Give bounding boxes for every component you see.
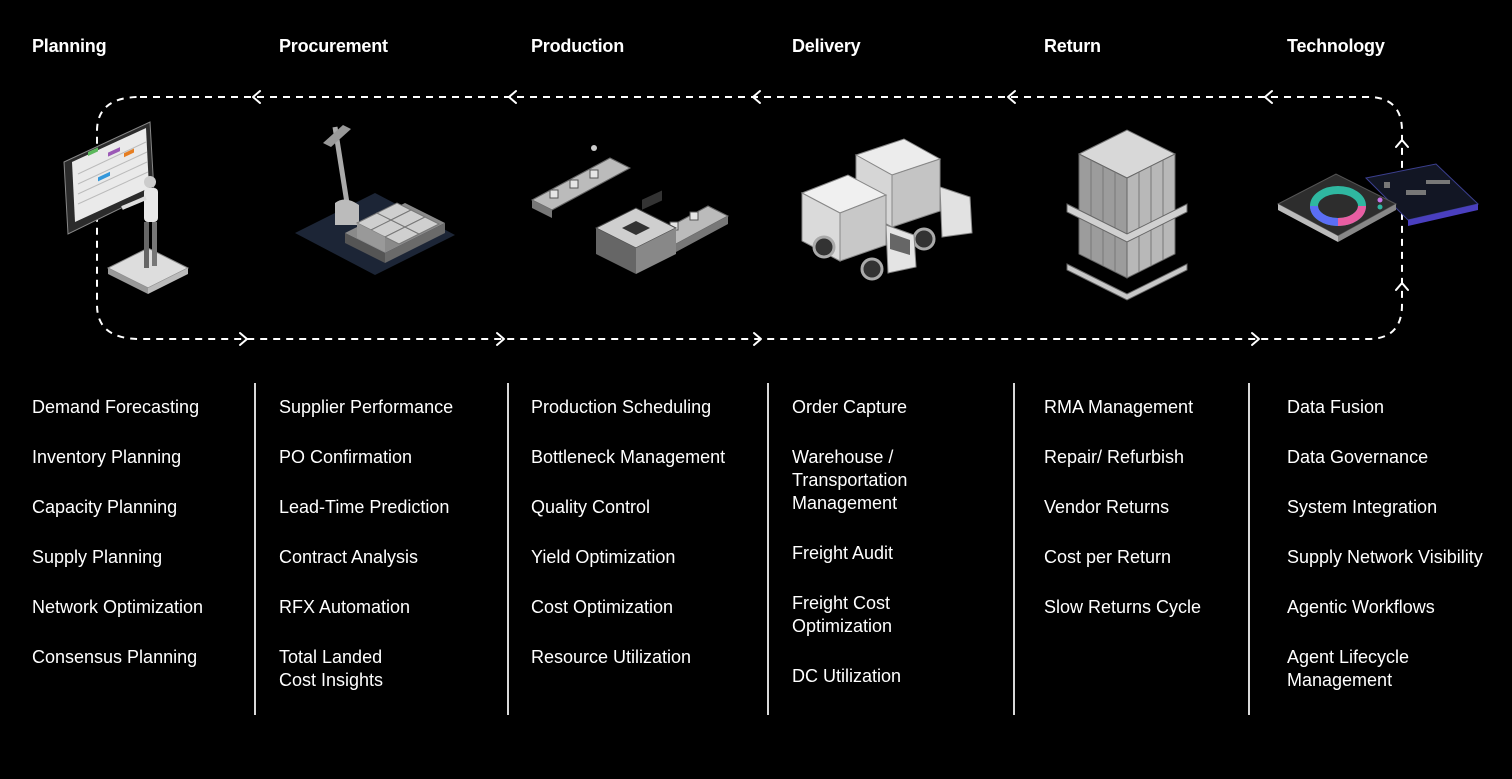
list-item: Supply Planning [32,547,163,567]
pallet-jack-icon [295,125,455,275]
list-item: Cost Optimization [531,597,674,617]
procurement-list: Supplier Performance PO Confirmation Lea… [279,396,453,719]
divider [1013,383,1015,715]
boxes-on-pallet-icon [1066,129,1188,301]
list-item: Supply Network Visibility [1287,547,1483,567]
analytics-dashboard-icon [1276,163,1480,242]
stage-title-production: Production [531,36,624,56]
stage-title-planning: Planning [32,36,107,56]
arrow-right-icon [496,332,505,346]
stage-title-delivery: Delivery [792,36,861,56]
person-planning-board-icon [63,121,190,294]
list-item: Total Landed Cost Insights [279,647,384,690]
list-item: RMA Management [1044,397,1194,417]
list-item: Contract Analysis [279,547,419,567]
list-item: DC Utilization [792,666,902,686]
list-item: Production Scheduling [531,397,712,417]
list-item: Freight Cost Optimization [792,593,893,636]
divider [254,383,256,715]
arrow-right-icon [753,332,762,346]
list-item: Quality Control [531,497,651,517]
list-item: Order Capture [792,397,908,417]
list-item: Yield Optimization [531,547,676,567]
list-item: Data Governance [1287,447,1429,467]
list-item: Capacity Planning [32,497,178,517]
stage-title-technology: Technology [1287,36,1385,56]
list-item: Cost per Return [1044,547,1172,567]
arrow-left-icon [1007,90,1016,104]
arrow-left-icon [1264,90,1273,104]
return-list: RMA Management Repair/ Refurbish Vendor … [1044,396,1201,646]
production-list: Production Scheduling Bottleneck Managem… [531,396,725,696]
arrow-right-icon [239,332,248,346]
delivery-trucks-icon [800,138,973,281]
divider [767,383,769,715]
list-item: RFX Automation [279,597,411,617]
arrow-left-icon [252,90,261,104]
list-item: Supplier Performance [279,397,454,417]
divider [1248,383,1250,715]
list-item: Warehouse / Transportation Management [792,447,908,513]
technology-list: Data Fusion Data Governance System Integ… [1287,396,1483,719]
arrow-left-icon [508,90,517,104]
stage-title-return: Return [1044,36,1101,56]
list-item: Bottleneck Management [531,447,726,467]
arrow-up-icon [1395,282,1409,291]
list-item: PO Confirmation [279,447,413,467]
list-item: Inventory Planning [32,447,182,467]
arrow-left-icon [752,90,761,104]
list-item: Repair/ Refurbish [1044,447,1185,467]
conveyor-machine-icon [530,145,730,274]
delivery-list: Order Capture Warehouse / Transportation… [792,396,907,715]
list-item: Resource Utilization [531,647,692,667]
divider [507,383,509,715]
list-item: Slow Returns Cycle [1044,597,1202,617]
list-item: Demand Forecasting [32,397,200,417]
list-item: System Integration [1287,497,1438,517]
list-item: Lead-Time Prediction [279,497,450,517]
list-item: Data Fusion [1287,397,1385,417]
list-item: Agent Lifecycle Management [1287,647,1410,690]
list-item: Freight Audit [792,543,894,563]
arrow-up-icon [1395,139,1409,148]
arrow-right-icon [1251,332,1260,346]
stage-title-procurement: Procurement [279,36,388,56]
list-item: Vendor Returns [1044,497,1170,517]
list-item: Consensus Planning [32,647,198,667]
planning-list: Demand Forecasting Inventory Planning Ca… [32,396,203,696]
flow-loop [96,90,1409,346]
list-item: Network Optimization [32,597,204,617]
list-item: Agentic Workflows [1287,597,1435,617]
